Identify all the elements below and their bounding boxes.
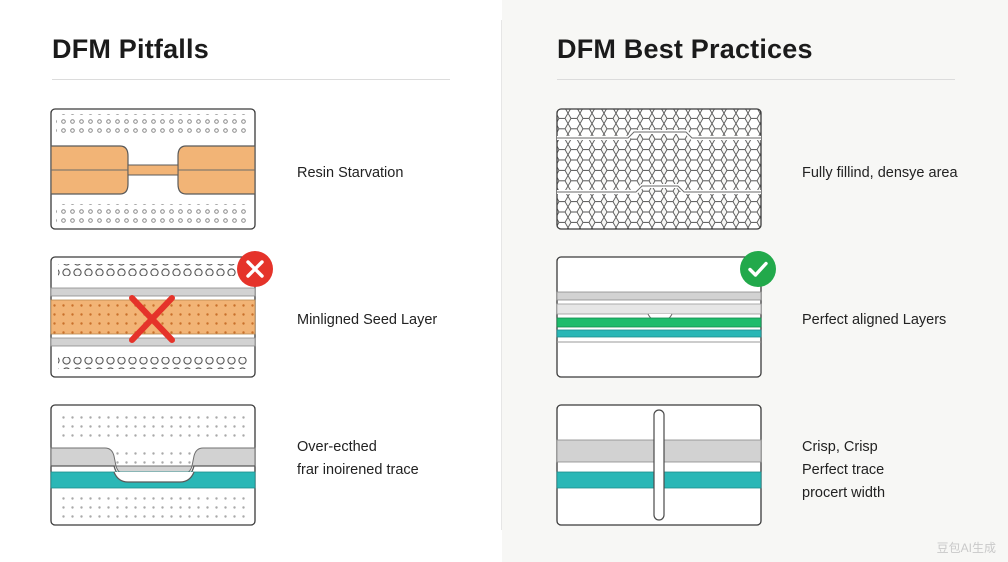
fully-filled-area-diagram bbox=[556, 108, 762, 230]
watermark: 豆包AI生成 bbox=[936, 541, 996, 555]
resin-starvation-diagram bbox=[50, 108, 256, 230]
resin-starvation-label: Resin Starvation bbox=[297, 165, 404, 181]
pitfalls-title-rule bbox=[52, 79, 450, 80]
crisp-trace-label: Crisp, Crisp Perfect trace procert width bbox=[802, 439, 886, 501]
over-etched-trace-diagram bbox=[50, 404, 256, 526]
best-practices-title-rule bbox=[557, 79, 955, 80]
fully-filled-area-label: Fully fillind, densye area bbox=[802, 165, 958, 181]
check-icon bbox=[739, 250, 777, 288]
crisp-trace-diagram bbox=[556, 404, 762, 526]
pitfalls-title: DFM Pitfalls bbox=[52, 34, 209, 64]
aligned-layers-label: Perfect aligned Layers bbox=[802, 312, 947, 328]
misaligned-seed-layer-label: Minligned Seed Layer bbox=[297, 312, 438, 328]
panel-divider bbox=[501, 20, 502, 530]
over-etched-trace-label: Over-ecthed frar inoirened trace bbox=[297, 439, 419, 478]
misaligned-seed-layer-diagram bbox=[50, 256, 256, 378]
aligned-layers-diagram bbox=[556, 256, 762, 378]
misalignment-x-mark bbox=[129, 295, 175, 343]
error-x-icon bbox=[236, 250, 274, 288]
best-practices-title: DFM Best Practices bbox=[557, 34, 813, 64]
